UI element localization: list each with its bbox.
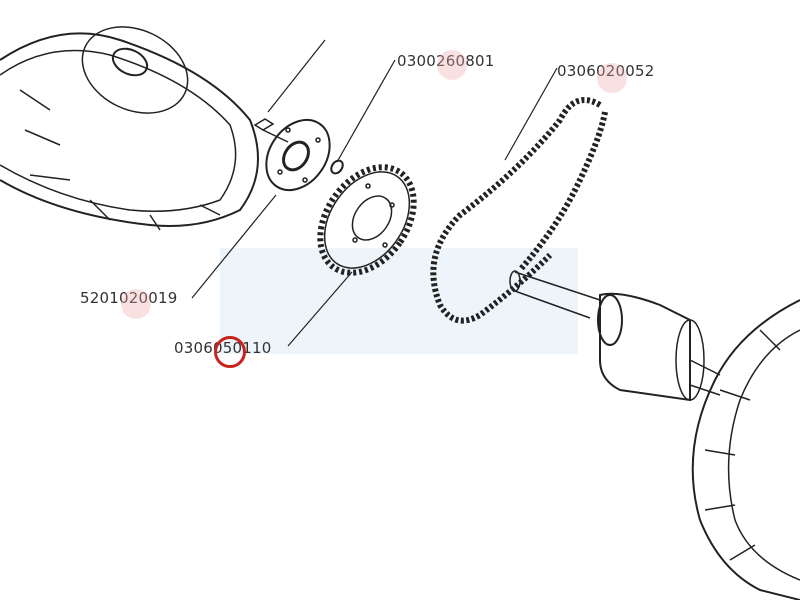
part-label-0306020052[interactable]: 0306020052 [557,62,655,80]
selected-part-marker[interactable] [214,336,246,368]
chain [430,97,608,324]
hub-flange [253,118,344,192]
part-label-0300260801[interactable]: 0300260801 [397,52,495,70]
part-hotspot-0306020052[interactable] [597,63,627,93]
part-label-5201020019[interactable]: 5201020019 [80,289,178,307]
left-wheel [0,26,259,231]
part-hotspot-0300260801[interactable] [437,50,467,80]
gearbox [509,270,721,402]
part-hotspot-5201020019[interactable] [121,289,151,319]
leader-lines [191,39,558,347]
right-wheel [691,299,800,600]
sprocket [317,164,417,276]
watermark [220,248,578,354]
